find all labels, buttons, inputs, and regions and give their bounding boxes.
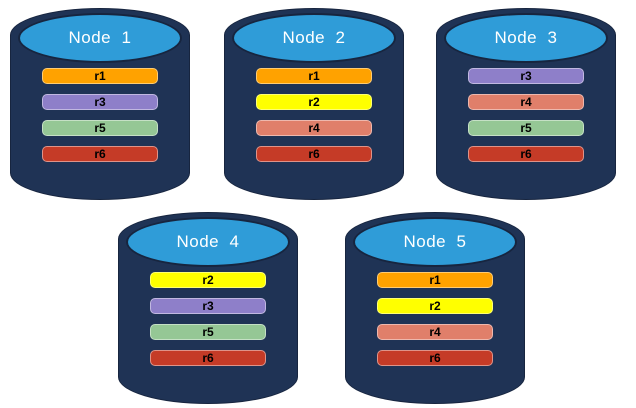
replica-bar-r6: r6 (468, 146, 584, 162)
database-node: Node 1 r1 r3 r5 r6 (10, 8, 190, 200)
database-node: Node 3 r3 r4 r5 r6 (436, 8, 616, 200)
replica-bar-r6: r6 (377, 350, 493, 366)
replica-bar-r5: r5 (468, 120, 584, 136)
replica-bar-r6: r6 (150, 350, 266, 366)
replica-bar-r2: r2 (256, 94, 372, 110)
database-node: Node 2 r1 r2 r4 r6 (224, 8, 404, 200)
replica-bar-r3: r3 (468, 68, 584, 84)
replica-bar-r5: r5 (42, 120, 158, 136)
cylinder-top: Node 3 (444, 13, 608, 63)
replica-bar-r1: r1 (256, 68, 372, 84)
replica-bar-r4: r4 (377, 324, 493, 340)
replica-bar-r1: r1 (42, 68, 158, 84)
replica-bar-r6: r6 (256, 146, 372, 162)
node-label: Node 5 (403, 232, 467, 251)
node-label: Node 4 (176, 232, 240, 251)
replica-bar-r4: r4 (468, 94, 584, 110)
replica-bar-r2: r2 (150, 272, 266, 288)
replica-bar-r2: r2 (377, 298, 493, 314)
replica-bar-r4: r4 (256, 120, 372, 136)
replica-list: r1 r2 r4 r6 (377, 272, 493, 366)
cylinder-top: Node 1 (18, 13, 182, 63)
database-node: Node 4 r2 r3 r5 r6 (118, 212, 298, 404)
node-label: Node 1 (68, 28, 132, 47)
replica-bar-r6: r6 (42, 146, 158, 162)
node-label: Node 2 (282, 28, 346, 47)
database-node: Node 5 r1 r2 r4 r6 (345, 212, 525, 404)
cylinder-top: Node 5 (353, 217, 517, 267)
replica-bar-r3: r3 (42, 94, 158, 110)
cylinder-top: Node 2 (232, 13, 396, 63)
replica-bar-r1: r1 (377, 272, 493, 288)
cylinder-top: Node 4 (126, 217, 290, 267)
replica-bar-r3: r3 (150, 298, 266, 314)
replica-bar-r5: r5 (150, 324, 266, 340)
replica-list: r1 r3 r5 r6 (42, 68, 158, 162)
replica-list: r1 r2 r4 r6 (256, 68, 372, 162)
node-label: Node 3 (494, 28, 558, 47)
replica-list: r2 r3 r5 r6 (150, 272, 266, 366)
replica-list: r3 r4 r5 r6 (468, 68, 584, 162)
